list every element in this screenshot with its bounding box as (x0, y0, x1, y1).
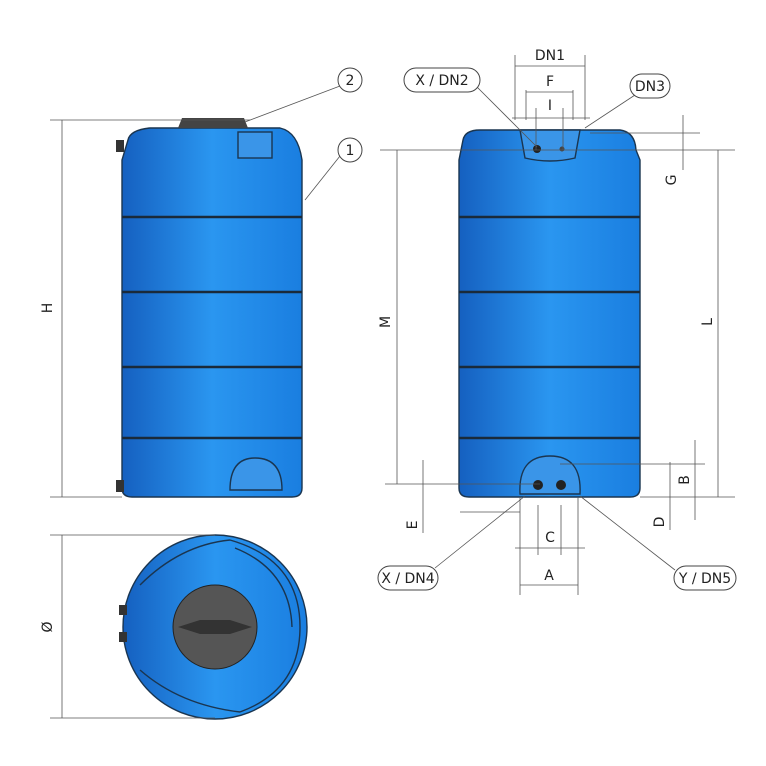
callout-1-label: 1 (346, 143, 355, 159)
side-view-left: H 2 1 (40, 67, 363, 498)
dimension-g-label: G (664, 175, 680, 186)
callout-x-dn2 (403, 67, 481, 93)
dimension-b-label: B (677, 475, 693, 485)
dimension-f-label: F (546, 74, 554, 90)
dimension-h-label: H (40, 303, 56, 314)
callout-y-dn5 (673, 565, 737, 591)
callout-y-dn5-label: Y / DN5 (678, 571, 731, 587)
dimension-c-label: C (545, 530, 555, 546)
callout-2-label: 2 (346, 73, 355, 89)
dimension-m-label: M (378, 316, 394, 328)
callout-x-dn2-label: X / DN2 (415, 73, 468, 89)
callout-2 (337, 67, 363, 93)
lid-cap (178, 118, 248, 128)
front-view-right: DN1 F I X / DN2 DN3 G M L B D (377, 48, 737, 595)
dimension-a-label: A (544, 568, 554, 584)
callout-x-dn4 (377, 565, 439, 591)
dimension-e-label: E (405, 521, 421, 530)
callout-dn3 (629, 73, 671, 99)
dimension-diameter-label: Ø (40, 621, 56, 632)
callout-dn3-label: DN3 (635, 79, 665, 95)
top-view: Ø (40, 534, 308, 720)
dimension-dn1-label: DN1 (535, 48, 565, 64)
dimension-d-label: D (652, 517, 668, 528)
callout-x-dn4-label: X / DN4 (381, 571, 434, 587)
callout-1 (337, 137, 363, 163)
dimension-i-label: I (548, 98, 552, 114)
dimension-l-label: L (700, 318, 716, 326)
